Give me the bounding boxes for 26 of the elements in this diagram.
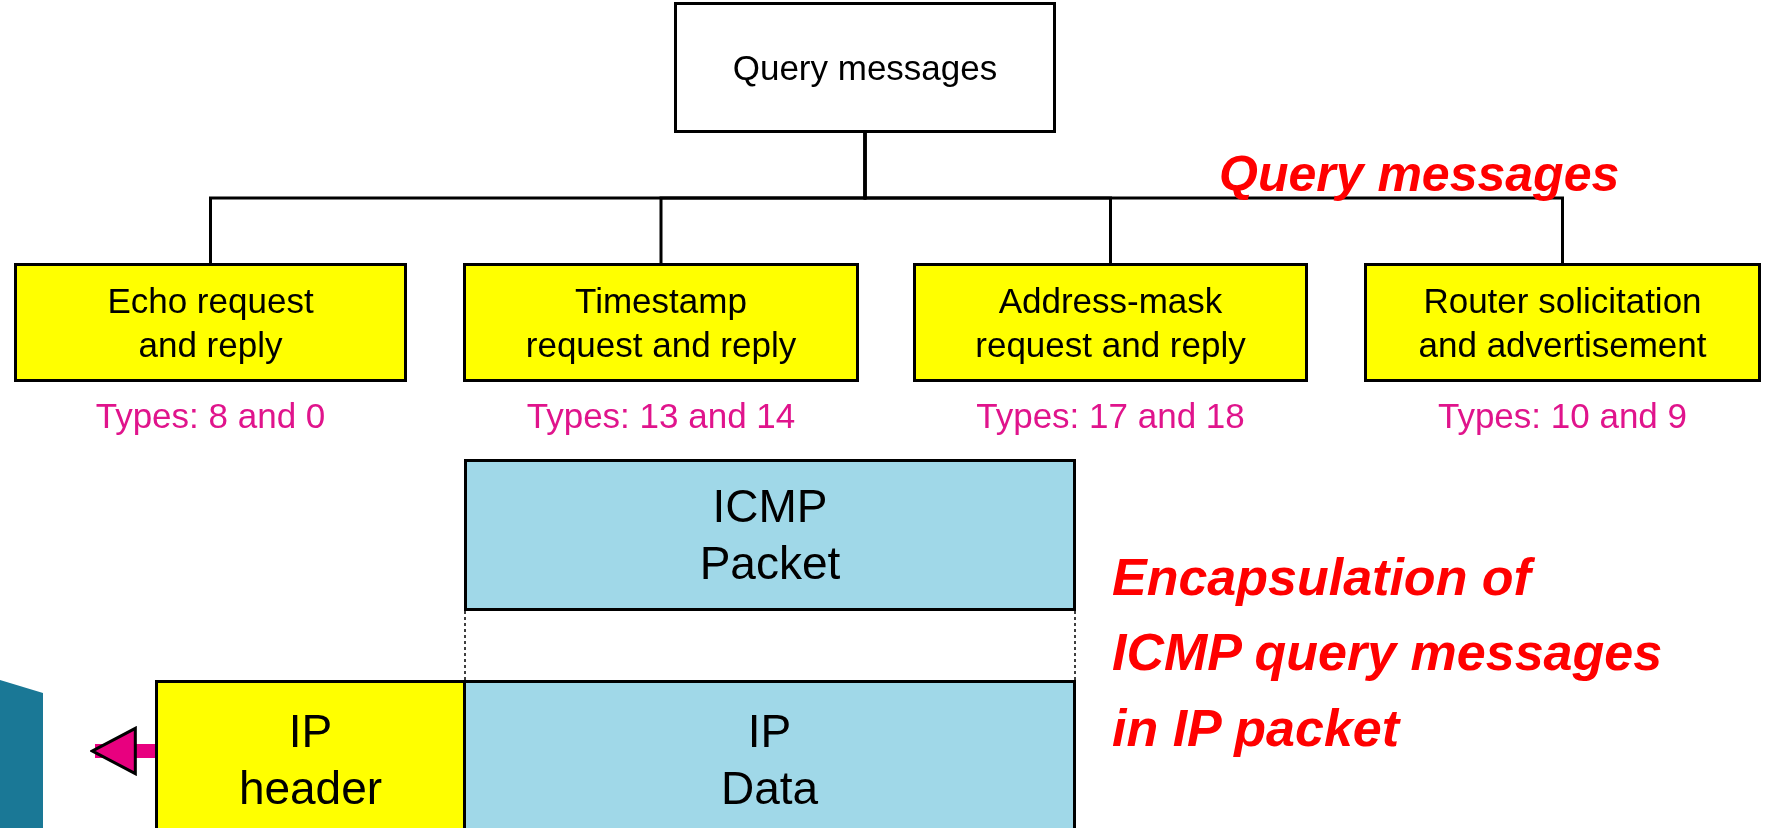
node-text: IP Data [719,703,820,816]
arrow [90,726,155,776]
root-box [674,2,1056,133]
dotted-line [1074,610,1076,681]
message-type-box [913,263,1308,382]
message-type-box [14,263,407,382]
type-numbers: Types: 8 and 0 [95,396,326,436]
node-text: Timestamp request and reply [524,279,798,366]
connector-line [863,133,1564,263]
type-numbers: Types: 10 and 9 [1437,396,1688,436]
node-text: Router solicitation and advertisement [1417,279,1708,366]
data-box [463,680,1076,828]
header-box [155,680,466,828]
node-text: IP header [237,703,384,816]
packet-box [464,459,1076,611]
dotted-line [464,610,466,681]
caption-text: Encapsulation of ICMP query messages in IP packet [1112,547,1664,759]
type-numbers: Types: 17 and 18 [976,396,1245,436]
node-text: Address-mask request and reply [974,279,1247,366]
node-text: Echo request and reply [106,279,315,366]
type-numbers: Types: 13 and 14 [526,396,796,436]
node-text: ICMP Packet [698,478,842,591]
message-type-box [463,263,859,382]
heading: Query messages [1219,145,1621,204]
message-type-box [1364,263,1761,382]
node-text: Query messages [732,46,998,89]
